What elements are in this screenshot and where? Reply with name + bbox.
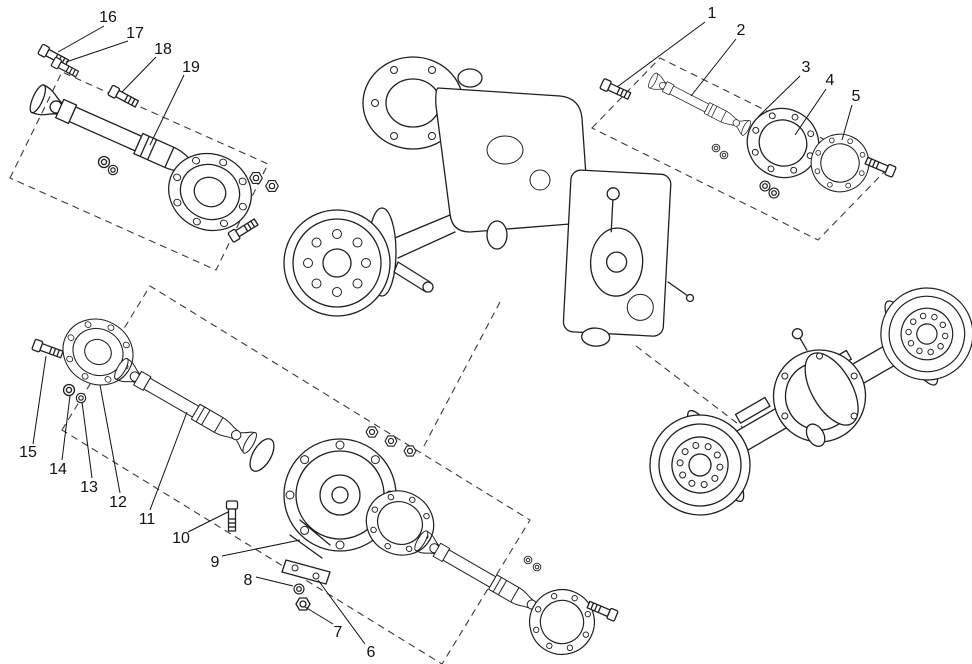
callout-labels: 1 2 3 4 5 6 7 8 9 10 11 12 13 14 15 16 1… — [19, 5, 860, 661]
assembly-connector-line — [423, 301, 501, 447]
callout-19: 19 — [182, 59, 200, 76]
callout-16: 16 — [99, 9, 117, 26]
callout-4: 4 — [826, 72, 835, 89]
callout-3: 3 — [802, 59, 811, 76]
callout-1: 1 — [708, 5, 717, 22]
callout-15: 15 — [19, 444, 37, 461]
front-axle-assembly — [31, 306, 619, 664]
propshaft-front-assembly — [26, 43, 279, 245]
callout-12: 12 — [109, 494, 127, 511]
callout-13: 13 — [80, 479, 98, 496]
callout-7: 7 — [334, 624, 343, 641]
callout-2: 2 — [737, 22, 746, 39]
callout-17: 17 — [126, 25, 144, 42]
callout-10: 10 — [172, 530, 190, 547]
callout-8: 8 — [244, 572, 253, 589]
callout-18: 18 — [154, 41, 172, 58]
rear-axle-assembly — [631, 270, 972, 534]
callout-6: 6 — [367, 644, 376, 661]
callout-5: 5 — [852, 88, 861, 105]
callout-11: 11 — [139, 511, 156, 528]
exploded-box-top-left — [9, 71, 269, 271]
callout-14: 14 — [49, 461, 67, 478]
callout-9: 9 — [211, 554, 220, 571]
callout-leaders — [32, 21, 853, 645]
transfer-case-assembly — [283, 56, 695, 347]
